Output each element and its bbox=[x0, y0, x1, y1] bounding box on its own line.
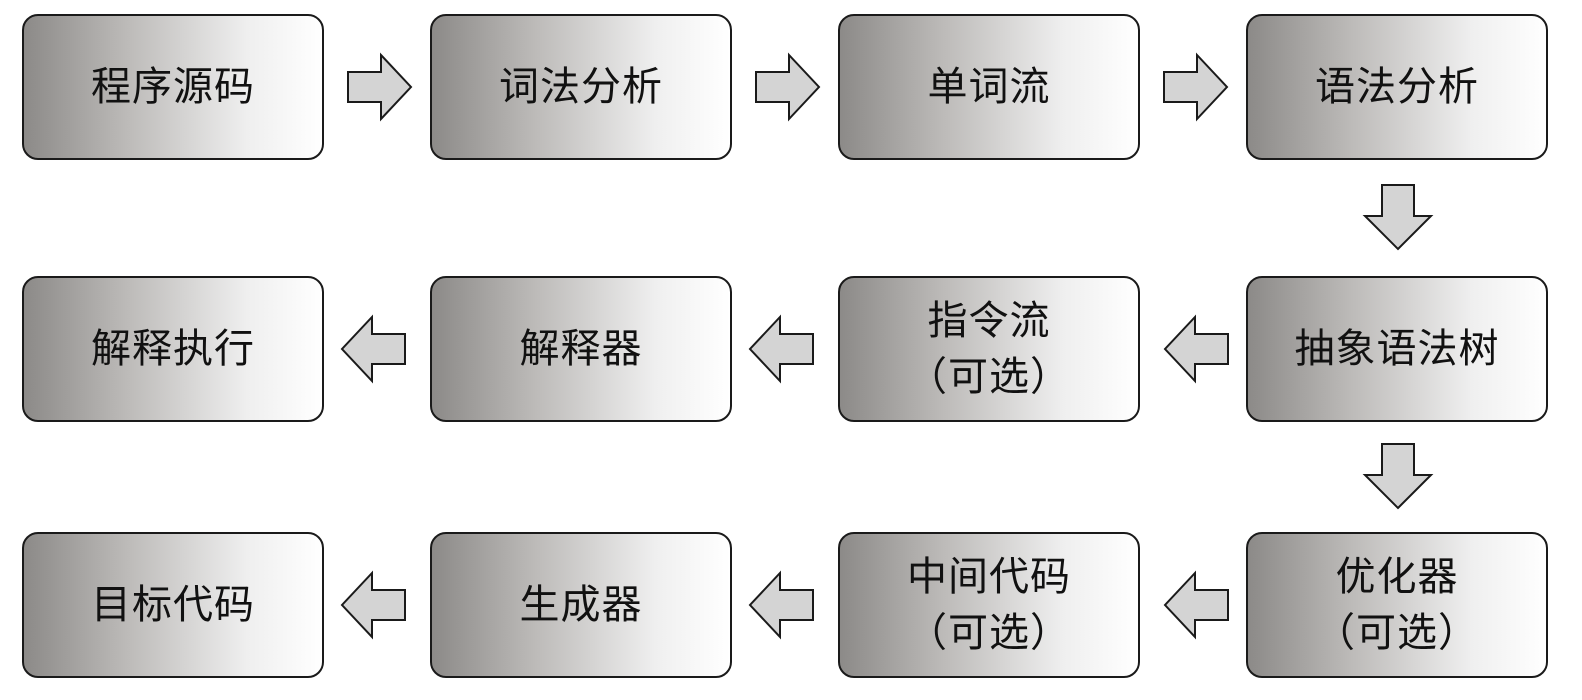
node-label: 生成器 bbox=[519, 582, 643, 628]
node-label: 目标代码 bbox=[91, 582, 255, 628]
node-label: 词法分析 bbox=[499, 64, 663, 110]
node-ast: 抽象语法树 bbox=[1246, 276, 1548, 422]
arrow-left-icon bbox=[1163, 314, 1229, 384]
node-source-code: 程序源码 bbox=[22, 14, 324, 160]
node-generator: 生成器 bbox=[430, 532, 732, 678]
arrow-down-icon bbox=[1362, 443, 1434, 510]
arrow-left-icon bbox=[340, 314, 406, 384]
node-label: 指令流 bbox=[927, 298, 1051, 344]
arrow-right-icon bbox=[1163, 52, 1229, 122]
node-label: 语法分析 bbox=[1315, 64, 1479, 110]
node-interpret-execute: 解释执行 bbox=[22, 276, 324, 422]
node-label: 程序源码 bbox=[91, 64, 255, 110]
node-label: 单词流 bbox=[927, 64, 1051, 110]
arrow-left-icon bbox=[1163, 570, 1229, 640]
arrow-right-icon bbox=[755, 52, 821, 122]
node-interpreter: 解释器 bbox=[430, 276, 732, 422]
node-instruction-stream: 指令流 （可选） bbox=[838, 276, 1140, 422]
node-optional-note: （可选） bbox=[907, 610, 1071, 656]
node-target-code: 目标代码 bbox=[22, 532, 324, 678]
node-label: 中间代码 bbox=[907, 554, 1071, 600]
node-label: 解释执行 bbox=[91, 326, 255, 372]
node-optional-note: （可选） bbox=[907, 354, 1071, 400]
node-syntax-analysis: 语法分析 bbox=[1246, 14, 1548, 160]
node-token-stream: 单词流 bbox=[838, 14, 1140, 160]
node-label: 解释器 bbox=[519, 326, 643, 372]
node-optional-note: （可选） bbox=[1315, 610, 1479, 656]
node-optimizer: 优化器 （可选） bbox=[1246, 532, 1548, 678]
node-label: 抽象语法树 bbox=[1294, 326, 1500, 372]
arrow-down-icon bbox=[1362, 184, 1434, 251]
arrow-right-icon bbox=[347, 52, 413, 122]
arrow-left-icon bbox=[748, 570, 814, 640]
node-intermediate-code: 中间代码 （可选） bbox=[838, 532, 1140, 678]
node-label: 优化器 bbox=[1335, 554, 1459, 600]
node-lexical-analysis: 词法分析 bbox=[430, 14, 732, 160]
arrow-left-icon bbox=[748, 314, 814, 384]
arrow-left-icon bbox=[340, 570, 406, 640]
